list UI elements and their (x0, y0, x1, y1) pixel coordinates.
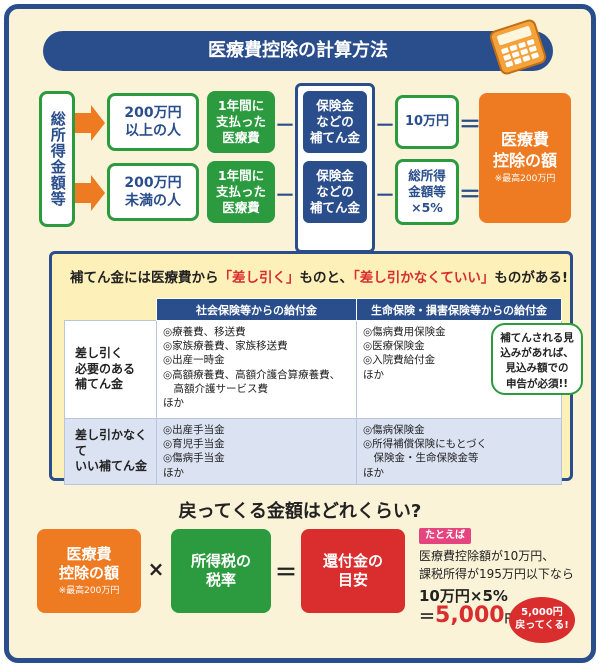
row1-deduct: 10万円 (395, 95, 459, 149)
row-head-nodeduct: 差し引かなくて いい補てん金 (64, 418, 157, 485)
row2-deduct: 総所得 金額等 ×5% (395, 159, 459, 225)
example-calc: 10万円×5% (419, 587, 508, 605)
deduction-result-box: 医療費 控除の額 ※最高200万円 (479, 93, 571, 223)
row2-deduct-text: 総所得 金額等 ×5% (408, 167, 446, 216)
row2-paid: 1年間に 支払った 医療費 (207, 161, 275, 223)
row1-condition: 200万円 以上の人 (107, 93, 199, 151)
row2-insurance-text: 保険金 などの 補てん金 (309, 167, 360, 216)
example-text: 医療費控除額が10万円、 課税所得が195万円以下なら (419, 549, 574, 581)
tax-rate-label: 所得税の 税率 (190, 551, 251, 590)
row1-paid-text: 1年間に 支払った 医療費 (215, 97, 266, 146)
deduction-result-note: ※最高200万円 (494, 173, 556, 184)
example-result: ＝5,000円 (419, 603, 516, 628)
row1-minus1: － (275, 113, 295, 137)
tax-rate-box: 所得税の 税率 (171, 529, 271, 613)
arrow-right-icon (75, 175, 105, 211)
cell-social-nodeduct: ◎出産手当金 ◎育児手当金 ◎傷病手当金 ほか (156, 418, 357, 485)
diagram-frame: 医療費控除の計算方法 総所得金額等 200万円 以上の人 1年間に 支払った 医… (4, 4, 596, 663)
row2-equals: ＝ (459, 183, 482, 208)
times-sign: × (147, 557, 165, 581)
row1-equals: ＝ (459, 113, 482, 138)
refund-badge: 5,000円 戻ってくる! (509, 597, 575, 643)
refund-estimate-label: 還付金の 目安 (322, 551, 383, 590)
example-tag: たとえば (419, 528, 471, 544)
row2-minus1: － (275, 183, 295, 207)
refund-question: 戻ってくる金額はどれくらい? (178, 501, 422, 522)
table-row: 差し引く 必要のある 補てん金 ◎療養費、移送費 ◎家族療養費、家族移送費 ◎出… (64, 320, 562, 419)
refund-estimate-box: 還付金の 目安 (301, 529, 405, 613)
row2-condition: 200万円 未満の人 (107, 163, 199, 221)
row-head-deduct: 差し引く 必要のある 補てん金 (64, 320, 157, 419)
refund-equals: ＝ (275, 561, 298, 586)
row1-deduct-text: 10万円 (404, 113, 450, 129)
cell-social-deduct: ◎療養費、移送費 ◎家族療養費、家族移送費 ◎出産一時金 ◎高額療養費、高額介護… (156, 320, 357, 419)
refund-deduction-label: 医療費 控除の額 (58, 544, 119, 583)
refund-deduction-box: 医療費 控除の額 ※最高200万円 (37, 529, 141, 613)
refund-deduction-note: ※最高200万円 (58, 585, 120, 596)
row1-paid: 1年間に 支払った 医療費 (207, 91, 275, 153)
hotenkin-panel: 補てん金には医療費から「差し引く」ものと、「差し引かなくていい」ものがある! 社… (49, 251, 573, 485)
row1-insurance: 保険金 などの 補てん金 (303, 91, 367, 153)
row1-insurance-text: 保険金 などの 補てん金 (309, 97, 360, 146)
row1-minus2: － (375, 113, 395, 137)
row2-insurance: 保険金 などの 補てん金 (303, 161, 367, 223)
income-label: 総所得金額等 (48, 111, 67, 207)
calculator-icon (489, 19, 547, 75)
row2-condition-text: 200万円 未満の人 (124, 174, 182, 209)
hotenkin-table: 社会保険等からの給付金 生命保険・損害保険等からの給付金 差し引く 必要のある … (64, 298, 562, 485)
deduction-result-label: 医療費 控除の額 (492, 130, 557, 171)
row2-minus2: － (375, 183, 395, 207)
page-title: 医療費控除の計算方法 (43, 31, 553, 71)
cell-private-nodeduct: ◎傷病保険金 ◎所得補償保険にもとづく 保険金・生命保険金等 ほか (356, 418, 562, 485)
income-box: 総所得金額等 (39, 91, 75, 227)
arrow-right-icon (75, 105, 105, 141)
row2-paid-text: 1年間に 支払った 医療費 (215, 167, 266, 216)
col-header-social: 社会保険等からの給付金 (156, 298, 357, 321)
estimate-callout: 補てんされる見 込みがあれば、 見込み額での 申告が必須!! (491, 323, 583, 395)
col-header-private: 生命保険・損害保険等からの給付金 (356, 298, 562, 321)
hotenkin-heading: 補てん金には医療費から「差し引く」ものと、「差し引かなくていい」ものがある! (70, 270, 568, 286)
table-row: 差し引かなくて いい補てん金 ◎出産手当金 ◎育児手当金 ◎傷病手当金 ほか ◎… (64, 418, 562, 485)
row1-condition-text: 200万円 以上の人 (124, 104, 182, 139)
